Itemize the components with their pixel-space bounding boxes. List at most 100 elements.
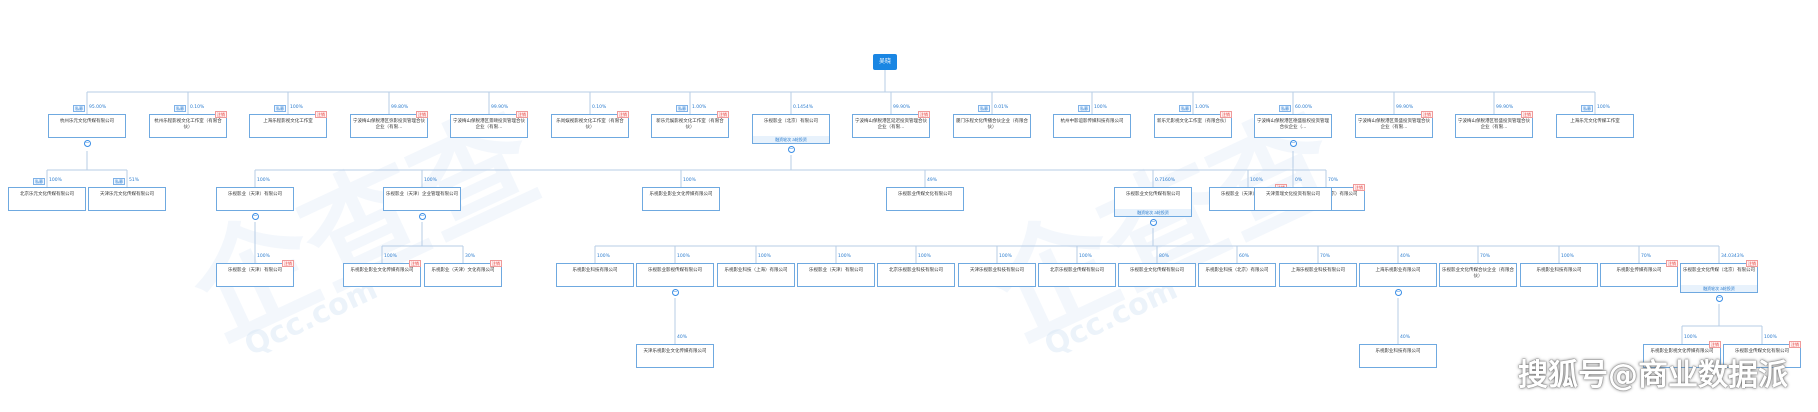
share-percentage: 51% — [129, 178, 140, 183]
company-name: 乐视影业科技（上海）有限公司 — [724, 268, 788, 273]
company-node[interactable]: 乐视影业传媒文化有限公司 — [1723, 344, 1801, 368]
company-node[interactable]: 乐视影业文化传媒合伙企业（有限合伙） — [1439, 263, 1517, 287]
root-person-node[interactable]: 吴晓 — [873, 54, 897, 70]
share-percentage: 40% — [677, 335, 688, 340]
company-name: 宁波梅山保税港区德盛股权投资管理合伙企业（... — [1257, 119, 1329, 130]
collapse-toggle-icon[interactable]: − — [418, 212, 426, 220]
collapse-toggle-icon[interactable]: − — [1289, 139, 1297, 147]
share-percentage: 0.10% — [190, 105, 205, 110]
company-node[interactable]: 宁波梅山保税港区智盛投资管理合伙企业（有限... — [1455, 114, 1533, 138]
cancelled-badge: 注销 — [1421, 111, 1433, 118]
cancelled-badge: 注销 — [617, 111, 629, 118]
collapse-toggle-icon[interactable]: − — [1394, 288, 1402, 296]
company-node[interactable]: 宁波梅山保税港区景盛投资管理合伙企业（有限... — [1355, 114, 1433, 138]
company-node[interactable]: 乐视影业影业文化传媒有限公司 — [343, 263, 421, 287]
company-name: 乐视影业影视文化传媒有限公司 — [1650, 349, 1714, 354]
share-percentage: 70% — [1320, 254, 1331, 259]
company-node[interactable]: 乐尚娱视影视文化工作室（有限合伙） — [551, 114, 629, 138]
company-node[interactable]: 乐视影业科技有限公司 — [556, 263, 634, 287]
company-name: 乐视影业影业文化传媒有限公司 — [350, 268, 414, 273]
company-node[interactable]: 乐视影业（天津）有限公司 — [216, 187, 294, 211]
company-node[interactable]: 乐视影业科技（北京）有限公司 — [1198, 263, 1276, 287]
company-node[interactable]: 乐视影业文化传媒有限公司 — [1118, 263, 1196, 287]
company-name: 杭州乐元文化传媒有限公司 — [60, 119, 114, 124]
company-node[interactable]: 乐视影业传媒文化有限公司 — [886, 187, 964, 211]
company-node[interactable]: 新乐元娱影视文化工作室（有限合伙） — [651, 114, 729, 138]
share-percentage: 100% — [1561, 254, 1574, 259]
company-name: 北京乐视影业传媒有限公司 — [1050, 268, 1104, 273]
cancelled-badge: 注销 — [1709, 341, 1721, 348]
fund-badge: 私募 — [1179, 105, 1191, 112]
company-node[interactable]: 乐视影业科技有限公司 — [1520, 263, 1598, 287]
cancelled-badge: 注销 — [1789, 341, 1801, 348]
cancelled-badge: 注销 — [1220, 111, 1232, 118]
company-node[interactable]: 乐视影业科技有限公司 — [1359, 344, 1437, 368]
company-node[interactable]: 乐视影业（天津）有限公司 — [216, 263, 294, 287]
collapse-toggle-icon[interactable]: − — [83, 139, 91, 147]
share-percentage: 80% — [1159, 254, 1170, 259]
company-node[interactable]: 乐视影业科技（上海）有限公司 — [717, 263, 795, 287]
share-percentage: 1.00% — [1195, 105, 1210, 110]
company-node[interactable]: 北京乐视影业传媒有限公司 — [1038, 263, 1116, 287]
fund-badge: 私募 — [174, 105, 186, 112]
company-name: 新乐元娱影视文化工作室（有限合伙） — [656, 119, 724, 130]
company-node[interactable]: 乐视影业（北京）有限公司融资轮次 a轮投资 — [752, 114, 830, 144]
collapse-toggle-icon[interactable]: − — [251, 212, 259, 220]
company-node[interactable]: 宁波梅山保税港区弥影投资管理合伙企业（有限... — [350, 114, 428, 138]
company-node[interactable]: 杭州乐元文化传媒有限公司 — [48, 114, 126, 138]
share-percentage: 100% — [290, 105, 303, 110]
share-percentage: 0.10% — [592, 105, 607, 110]
share-percentage: 40% — [1400, 254, 1411, 259]
company-node[interactable]: 天津乐视影业文化传媒有限公司 — [636, 344, 714, 368]
company-node[interactable]: 宁波梅山保税港区景颐投资管理合伙企业（有限... — [450, 114, 528, 138]
collapse-toggle-icon[interactable]: − — [1715, 294, 1723, 302]
share-percentage: 99.80% — [391, 105, 409, 110]
company-name: 乐视影业文化传媒（北京）有限公司 — [1683, 268, 1755, 273]
company-name: 乐视影业科技有限公司 — [572, 268, 618, 273]
company-node[interactable]: 宁波梅山保税港区延迟投资管理合伙企业（有限... — [852, 114, 930, 138]
company-node[interactable]: 乐视影业文化传媒有限公司融资轮次 a轮投资 — [1114, 187, 1192, 217]
company-node[interactable]: 上海乐视影业科技有限公司 — [1279, 263, 1357, 287]
company-name: 乐视影业影业文化传媒有限公司 — [649, 192, 713, 197]
share-percentage: 100% — [1094, 105, 1107, 110]
company-node[interactable]: 北京乐元文化传媒有限公司 — [8, 187, 86, 211]
company-node[interactable]: 乐视影业（天津）文化有限公司 — [424, 263, 502, 287]
company-node[interactable]: 杭州乐程影视文化工作室（有限合伙） — [149, 114, 227, 138]
company-node[interactable]: 新乐元影视文化工作室（有限合伙） — [1154, 114, 1232, 138]
company-node[interactable]: 乐视影业传媒有限公司 — [1600, 263, 1678, 287]
company-node[interactable]: 上海乐元文化传媒工作室 — [1556, 114, 1634, 138]
share-percentage: 100% — [1597, 105, 1610, 110]
collapse-toggle-icon[interactable]: − — [671, 288, 679, 296]
company-node[interactable]: 乐视影业影视传媒有限公司 — [636, 263, 714, 287]
company-node[interactable]: 杭州中影谊影传媒科技有限公司 — [1053, 114, 1131, 138]
company-node[interactable]: 宁波梅山保税港区德盛股权投资管理合伙企业（... — [1254, 114, 1332, 138]
company-node[interactable]: 天津乐视影业科技有限公司 — [958, 263, 1036, 287]
share-percentage: 100% — [838, 254, 851, 259]
cancelled-badge: 注销 — [1666, 260, 1678, 267]
fund-badge: 私募 — [274, 105, 286, 112]
collapse-toggle-icon[interactable]: − — [787, 145, 795, 153]
company-node[interactable]: 上海乐程影视文化工作室 — [249, 114, 327, 138]
share-percentage: 99.90% — [491, 105, 509, 110]
company-name: 乐视影业（天津）有限公司 — [809, 268, 863, 273]
company-name: 杭州中影谊影传媒科技有限公司 — [1060, 119, 1124, 124]
company-node[interactable]: 北京乐视影业科技有限公司 — [877, 263, 955, 287]
company-name: 北京乐视影业科技有限公司 — [889, 268, 943, 273]
company-node[interactable]: 厦门乐程文化传播合伙企业（有限合伙） — [953, 114, 1031, 138]
company-name: 天津乐视影业文化传媒有限公司 — [643, 349, 707, 354]
company-node[interactable]: 天津乐元文化传媒有限公司 — [88, 187, 166, 211]
company-node[interactable]: 天津景瑞文化投资有限公司 — [1254, 187, 1332, 211]
collapse-toggle-icon[interactable]: − — [1149, 218, 1157, 226]
company-node[interactable]: 乐视影业文化传媒（北京）有限公司融资轮次 a轮投资 — [1680, 263, 1758, 293]
share-percentage: 100% — [1079, 254, 1092, 259]
company-node[interactable]: 上海乐视影业有限公司 — [1359, 263, 1437, 287]
company-name: 乐视影业科技（北京）有限公司 — [1205, 268, 1269, 273]
share-percentage: 99.90% — [1396, 105, 1414, 110]
financing-tag: 融资轮次 a轮投资 — [1681, 285, 1757, 292]
company-node[interactable]: 乐视影业影视文化传媒有限公司 — [1643, 344, 1721, 368]
company-node[interactable]: 乐视影业（天津）有限公司 — [797, 263, 875, 287]
company-node[interactable]: 乐视影业影业文化传媒有限公司 — [642, 187, 720, 211]
company-node[interactable]: 乐视影业（天津）企业管理有限公司 — [383, 187, 461, 211]
cancelled-badge: 注销 — [717, 111, 729, 118]
